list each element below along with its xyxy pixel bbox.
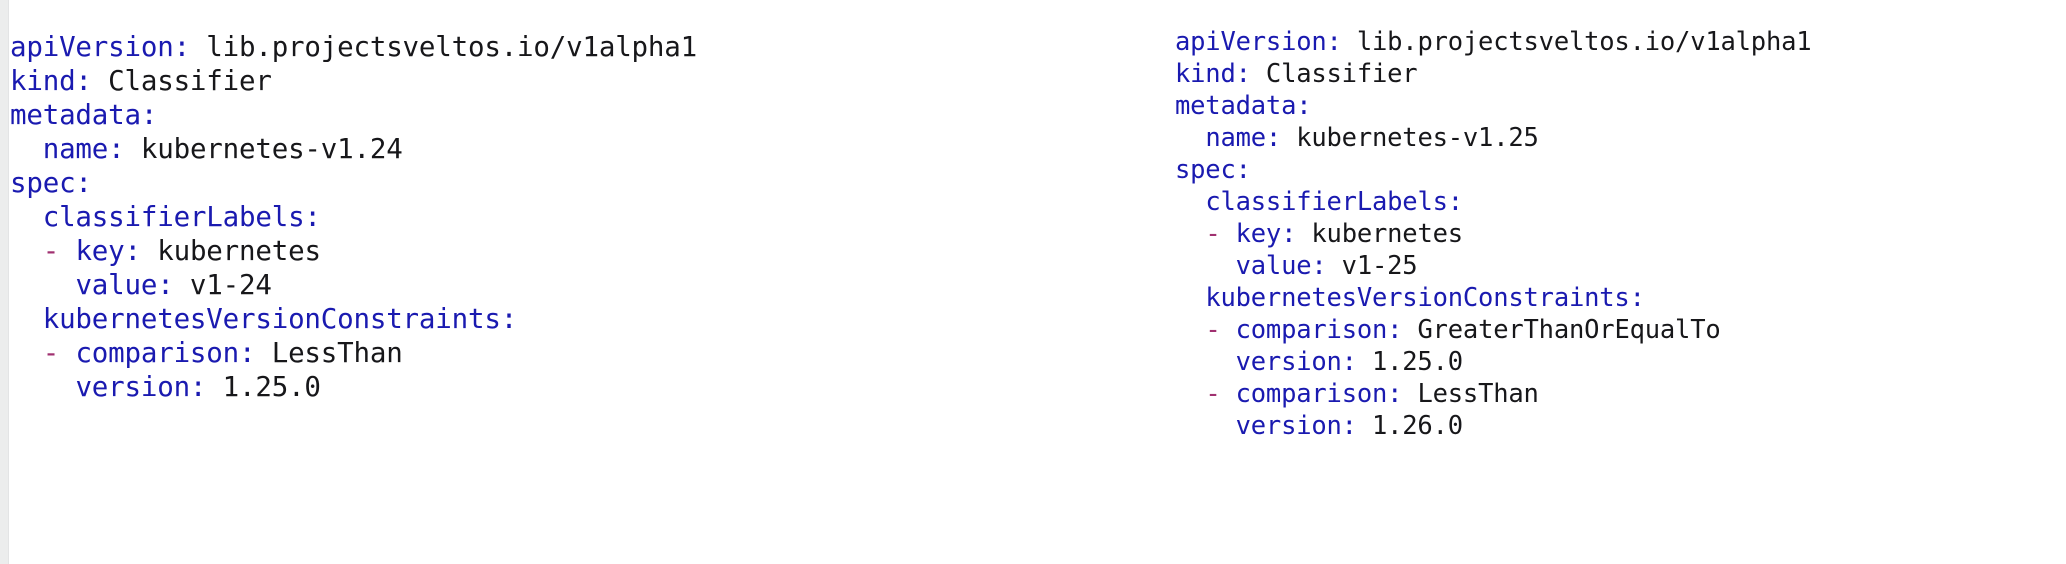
yaml-line: kubernetesVersionConstraints: <box>1175 282 1811 314</box>
yaml-key: key: <box>75 234 141 267</box>
yaml-key: kind: <box>10 64 92 97</box>
yaml-value: 1.26.0 <box>1356 410 1463 441</box>
yaml-line: version: 1.25.0 <box>10 370 697 404</box>
yaml-line: - key: kubernetes <box>1175 218 1811 250</box>
yaml-value: LessThan <box>255 336 403 369</box>
yaml-key: comparison: <box>1235 314 1403 345</box>
yaml-key: kind: <box>1175 58 1251 89</box>
left-gutter-bar <box>0 0 8 564</box>
yaml-line: kubernetesVersionConstraints: <box>10 302 697 336</box>
yaml-key: spec: <box>1175 154 1251 185</box>
yaml-indent <box>10 201 43 233</box>
yaml-line: - comparison: GreaterThanOrEqualTo <box>1175 314 1811 346</box>
yaml-line: - comparison: LessThan <box>1175 378 1811 410</box>
yaml-line: spec: <box>10 166 697 200</box>
yaml-value: kubernetes-v1.25 <box>1281 122 1539 153</box>
yaml-value: v1-25 <box>1326 250 1418 281</box>
left-gutter-edge <box>8 0 9 564</box>
yaml-key: version: <box>1235 410 1357 441</box>
yaml-key: apiVersion: <box>10 30 190 63</box>
yaml-value: lib.projectsveltos.io/v1alpha1 <box>189 30 697 63</box>
yaml-line: classifierLabels: <box>1175 186 1811 218</box>
yaml-indent <box>1175 283 1205 313</box>
yaml-value: 1.25.0 <box>1356 346 1463 377</box>
yaml-indent <box>1175 347 1236 377</box>
yaml-line: - comparison: LessThan <box>10 336 697 370</box>
yaml-indent <box>10 371 75 403</box>
yaml-line: metadata: <box>1175 90 1811 122</box>
yaml-value: GreaterThanOrEqualTo <box>1402 314 1721 345</box>
yaml-snippet-classifier-v1-25[interactable]: apiVersion: lib.projectsveltos.io/v1alph… <box>1175 26 1812 442</box>
yaml-indent <box>10 337 43 369</box>
yaml-value: kubernetes <box>140 234 321 267</box>
yaml-value: 1.25.0 <box>206 370 321 403</box>
yaml-indent <box>10 269 75 301</box>
yaml-key: metadata: <box>10 98 158 131</box>
yaml-line: apiVersion: lib.projectsveltos.io/v1alph… <box>1175 26 1812 58</box>
yaml-line: - key: kubernetes <box>10 234 697 268</box>
yaml-sequence-dash: - <box>1205 218 1236 249</box>
yaml-indent <box>10 133 43 165</box>
yaml-line: classifierLabels: <box>10 200 697 234</box>
yaml-snippet-classifier-v1-24[interactable]: apiVersion: lib.projectsveltos.io/v1alph… <box>10 30 697 404</box>
yaml-line: version: 1.25.0 <box>1175 346 1811 378</box>
yaml-key: version: <box>1235 346 1357 377</box>
yaml-key: name: <box>1205 122 1282 153</box>
yaml-line: spec: <box>1175 154 1811 186</box>
yaml-indent <box>1175 251 1236 281</box>
yaml-line: metadata: <box>10 98 697 132</box>
yaml-value: Classifier <box>91 64 272 97</box>
yaml-key: kubernetesVersionConstraints: <box>42 302 518 335</box>
yaml-value: LessThan <box>1402 378 1539 409</box>
yaml-key: version: <box>75 370 207 403</box>
yaml-key: value: <box>75 268 174 301</box>
yaml-key: classifierLabels: <box>1205 186 1463 217</box>
yaml-indent <box>1175 187 1205 217</box>
yaml-line: kind: Classifier <box>10 64 697 98</box>
yaml-line: value: v1-24 <box>10 268 697 302</box>
yaml-key: spec: <box>10 166 92 199</box>
yaml-key: apiVersion: <box>1175 26 1342 57</box>
yaml-sequence-dash: - <box>42 336 76 369</box>
yaml-indent <box>10 303 43 335</box>
yaml-key: key: <box>1235 218 1297 249</box>
yaml-line: name: kubernetes-v1.25 <box>1175 122 1811 154</box>
yaml-key: name: <box>42 132 125 165</box>
yaml-indent <box>1175 219 1205 249</box>
yaml-indent <box>10 235 43 267</box>
yaml-key: classifierLabels: <box>42 200 321 233</box>
yaml-value: lib.projectsveltos.io/v1alpha1 <box>1341 26 1812 57</box>
yaml-key: comparison: <box>1235 378 1403 409</box>
yaml-value: Classifier <box>1250 58 1418 89</box>
yaml-key: metadata: <box>1175 90 1312 121</box>
yaml-indent <box>1175 411 1236 441</box>
yaml-key: kubernetesVersionConstraints: <box>1205 282 1645 313</box>
yaml-indent <box>1175 379 1205 409</box>
yaml-line: value: v1-25 <box>1175 250 1811 282</box>
yaml-sequence-dash: - <box>1205 314 1236 345</box>
yaml-value: kubernetes-v1.24 <box>124 132 403 165</box>
yaml-line: kind: Classifier <box>1175 58 1811 90</box>
yaml-sequence-dash: - <box>1205 378 1236 409</box>
yaml-line: version: 1.26.0 <box>1175 410 1811 442</box>
yaml-sequence-dash: - <box>42 234 76 267</box>
yaml-key: comparison: <box>75 336 256 369</box>
yaml-value: kubernetes <box>1296 218 1463 249</box>
yaml-indent <box>1175 123 1205 153</box>
yaml-indent <box>1175 315 1205 345</box>
yaml-line: name: kubernetes-v1.24 <box>10 132 697 166</box>
yaml-key: value: <box>1235 250 1327 281</box>
yaml-value: v1-24 <box>173 268 272 301</box>
yaml-line: apiVersion: lib.projectsveltos.io/v1alph… <box>10 30 697 64</box>
